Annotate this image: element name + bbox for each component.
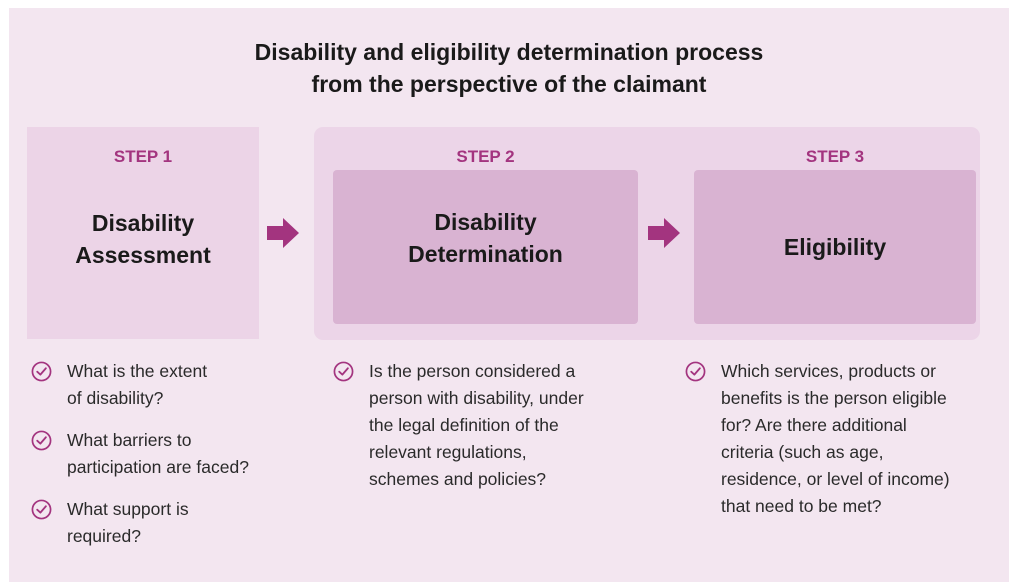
question-item: What support is required?: [27, 496, 317, 550]
question-line: What barriers to: [67, 430, 192, 450]
check-circle-icon: [685, 361, 706, 382]
diagram-canvas: Disability and eligibility determination…: [9, 8, 1009, 582]
step-2-questions: Is the person considered a person with d…: [329, 358, 639, 493]
question-line: for? Are there additional: [721, 415, 907, 435]
step-3-title-line: Eligibility: [783, 234, 887, 260]
title-line-2: from the perspective of the claimant: [311, 71, 707, 97]
question-line: relevant regulations,: [369, 442, 527, 462]
check-circle-icon: [31, 430, 52, 451]
question-line: that need to be met?: [721, 496, 882, 516]
question-line: required?: [67, 526, 141, 546]
step-1-questions: What is the extent of disability? What b…: [27, 358, 317, 550]
question-line: Which services, products or: [721, 361, 936, 381]
question-line: What support is: [67, 499, 189, 519]
question-line: the legal definition of the: [369, 415, 559, 435]
question-line: participation are faced?: [67, 457, 249, 477]
question-item: Which services, products or benefits is …: [681, 358, 1006, 520]
step-2-title-line: Disability: [434, 209, 537, 235]
step-2-label: STEP 2: [456, 147, 515, 166]
question-item: What is the extent of disability?: [27, 358, 317, 412]
diagram-title: Disability and eligibility determination…: [9, 36, 1009, 100]
question-line: person with disability, under: [369, 388, 584, 408]
question-line: What is the extent: [67, 361, 208, 381]
question-line: criteria (such as age,: [721, 442, 884, 462]
check-circle-icon: [31, 499, 52, 520]
step-3-title: Eligibility: [694, 231, 976, 263]
right-arrow-icon: [267, 218, 299, 248]
step-1-title-line: Assessment: [75, 242, 211, 268]
step-3-label: STEP 3: [805, 147, 865, 166]
check-circle-icon: [333, 361, 354, 382]
step-2-title-line: Determination: [408, 241, 563, 267]
question-line: benefits is the person eligible: [721, 388, 947, 408]
step-2-3-panel: STEP 2 STEP 3 Disability Determination E…: [314, 127, 980, 340]
step-1-title-line: Disability: [91, 210, 195, 236]
step-3-box: Eligibility: [694, 170, 976, 324]
title-line-1: Disability and eligibility determination…: [254, 39, 764, 65]
question-line: of disability?: [67, 388, 164, 408]
step-2-title: Disability Determination: [333, 206, 638, 270]
step-1-label: STEP 1: [113, 147, 173, 166]
question-line: schemes and policies?: [369, 469, 547, 489]
question-line: Is the person considered a: [369, 361, 576, 381]
step-2-box: Disability Determination: [333, 170, 638, 324]
question-line: residence, or level of income): [721, 469, 950, 489]
right-arrow-icon: [648, 218, 680, 248]
question-item: Is the person considered a person with d…: [329, 358, 639, 493]
check-circle-icon: [31, 361, 52, 382]
question-item: What barriers to participation are faced…: [27, 427, 317, 481]
step-1-title: Disability Assessment: [27, 207, 259, 271]
step-1-panel: STEP 1 Disability Assessment: [27, 127, 259, 339]
step-3-questions: Which services, products or benefits is …: [681, 358, 1006, 520]
